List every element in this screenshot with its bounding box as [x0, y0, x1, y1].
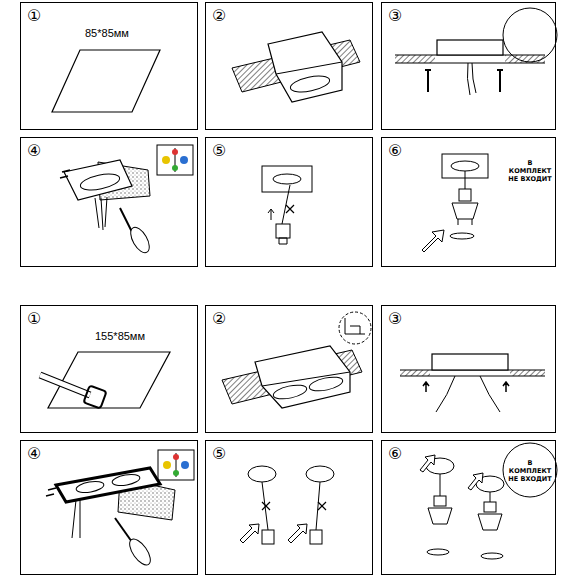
step-number: ②: [212, 7, 226, 25]
step-number: ⑥: [388, 142, 402, 160]
step-panel: ③: [381, 2, 556, 130]
step-number: ⑤: [212, 142, 226, 160]
step-panel: ②: [205, 305, 373, 433]
step-number: ④: [27, 445, 41, 463]
step-panel: ④: [20, 137, 198, 267]
step-panel: ⑥ В КОМПЛЕКТ НЕ ВХОДИТ: [381, 440, 556, 575]
step-number: ⑥: [388, 445, 402, 463]
step-number: ①: [27, 7, 41, 25]
step-panel: ⑤: [205, 440, 373, 575]
step-panel: ⑥ В КОМПЛЕКТ НЕ ВХОДИТ: [381, 137, 556, 267]
step-panel: ③: [381, 305, 556, 433]
step-panel: ① 155*85мм: [20, 305, 198, 433]
not-included-stamp: В КОМПЛЕКТ НЕ ВХОДИТ: [507, 159, 553, 183]
step-number: ⑤: [212, 445, 226, 463]
dimension-label: 155*85мм: [95, 330, 145, 342]
dimension-label: 85*85мм: [85, 27, 129, 39]
step-number: ①: [27, 310, 41, 328]
step-panel: ②: [205, 2, 373, 130]
step-panel: ④: [20, 440, 198, 575]
step-number: ④: [27, 142, 41, 160]
not-included-stamp: В КОМПЛЕКТ НЕ ВХОДИТ: [507, 459, 553, 483]
step-number: ③: [388, 310, 402, 328]
step-panel: ① 85*85мм: [20, 2, 198, 130]
step-panel: ⑤: [205, 137, 373, 267]
step-number: ③: [388, 7, 402, 25]
step-number: ②: [212, 310, 226, 328]
